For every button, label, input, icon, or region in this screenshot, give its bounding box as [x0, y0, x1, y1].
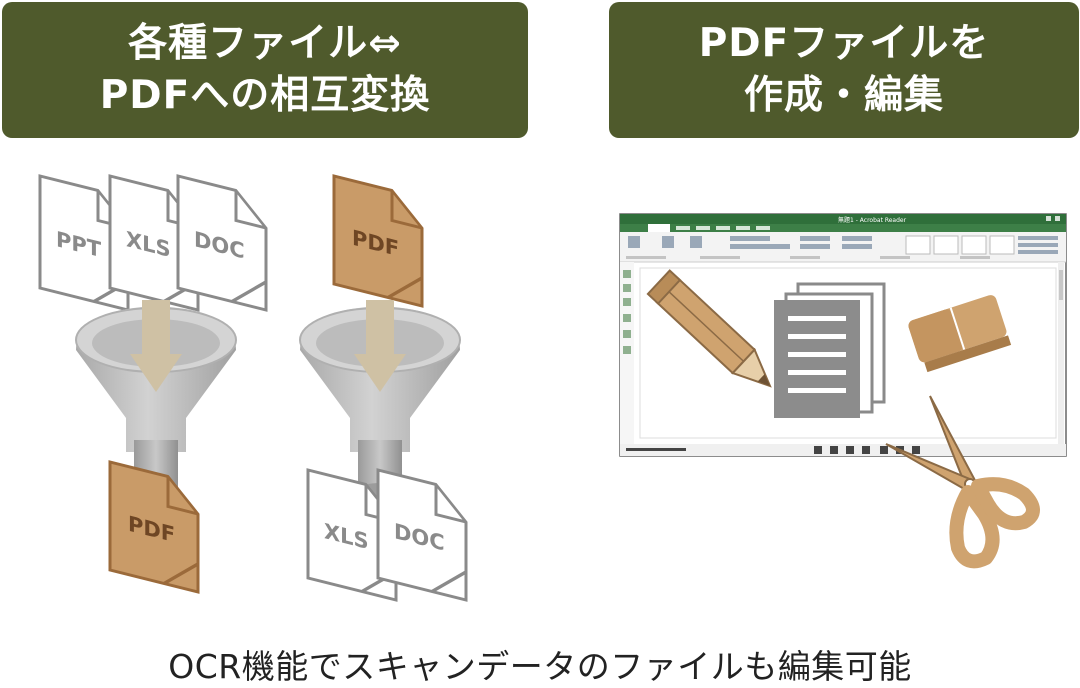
document-icon [774, 282, 886, 418]
eraser-icon [908, 295, 1012, 373]
banner-create-edit: PDFファイルを 作成・編集 [609, 2, 1079, 138]
banner-create-edit-line1: PDFファイルを [698, 21, 990, 66]
editor-window-title: 無題1 - Acrobat Reader [838, 216, 907, 224]
left-conversion-group: PPT XLS DOC [38, 174, 268, 594]
pencil-icon [646, 269, 772, 388]
doc-document-icon: DOC [176, 174, 268, 312]
arrow-down-icon [130, 300, 182, 392]
banner-conversion-line1: 各種ファイル⇔ [128, 21, 402, 66]
middle-conversion-group: PDF XLS DOC [299, 174, 468, 602]
banner-create-edit-line2: 作成・編集 [743, 73, 944, 118]
pdf-output-icon: PDF [108, 460, 200, 594]
style-gallery [905, 235, 1058, 255]
illustration: PPT XLS DOC [38, 174, 1067, 602]
banner-conversion-line2: PDFへの相互変換 [99, 73, 431, 118]
banner-conversion: 各種ファイル⇔ PDFへの相互変換 [2, 2, 528, 138]
scissors-icon [885, 395, 1040, 569]
arrow-down-icon [354, 300, 406, 392]
window-controls [1046, 216, 1060, 221]
pdf-input-icon: PDF [332, 174, 424, 308]
footer-caption: OCR機能でスキャンデータのファイルも編集可能 [168, 647, 912, 686]
xls-output-icon: XLS [306, 468, 398, 602]
doc-output-icon: DOC [376, 468, 468, 602]
